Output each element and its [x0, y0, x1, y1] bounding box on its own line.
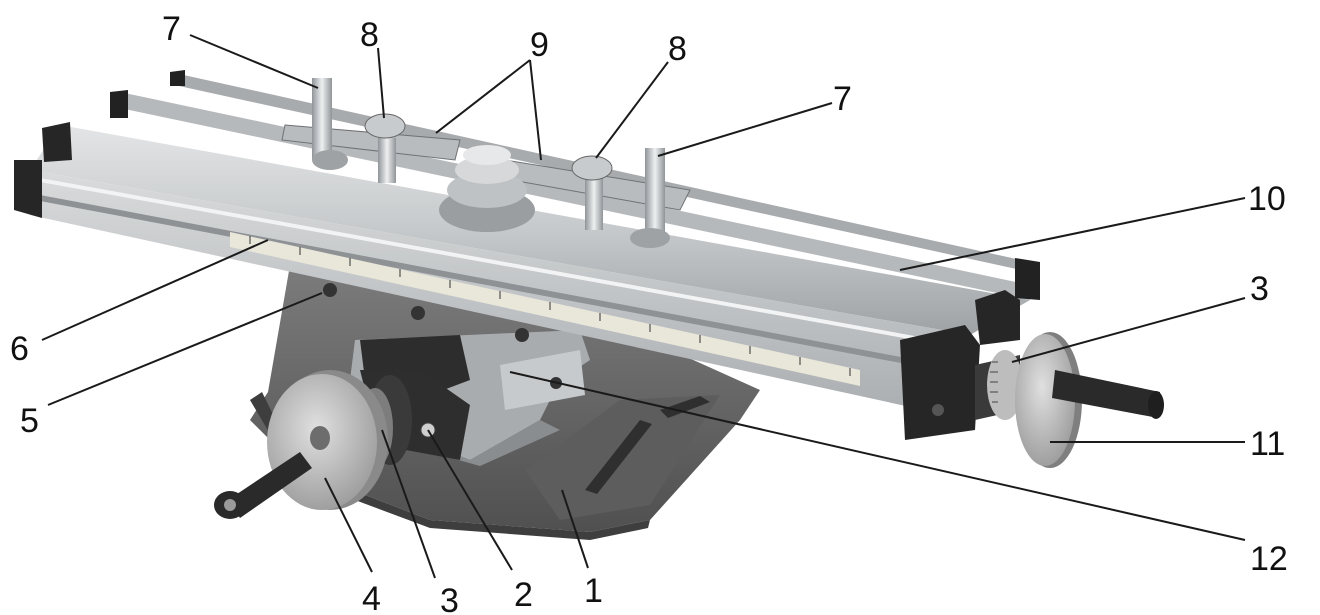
callout-3b: 3 — [440, 582, 459, 615]
callout-8b: 8 — [668, 30, 687, 68]
callout-8a: 8 — [360, 16, 379, 54]
callout-6: 6 — [10, 330, 29, 368]
leader-9-right — [529, 59, 542, 161]
leader-5 — [47, 292, 323, 406]
leader-1 — [561, 489, 589, 569]
leader-lines — [41, 34, 1246, 579]
leader-6 — [41, 239, 269, 341]
leader-4 — [324, 477, 373, 573]
x-end-bracket — [900, 258, 1040, 440]
callout-9: 9 — [530, 26, 549, 64]
callout-12: 12 — [1250, 540, 1288, 578]
callout-7b: 7 — [833, 80, 852, 118]
leader-2 — [427, 429, 513, 571]
callout-11: 11 — [1250, 425, 1285, 463]
leader-8b — [595, 61, 669, 159]
scale-tape — [230, 232, 860, 386]
callout-5: 5 — [20, 402, 39, 440]
scale-ticks — [249, 236, 851, 376]
callout-10: 10 — [1248, 180, 1286, 218]
x-table — [14, 122, 1030, 420]
leader-12 — [509, 371, 1246, 541]
callout-2: 2 — [514, 576, 533, 614]
y-handwheel-assembly — [214, 370, 412, 519]
leader-8a — [377, 47, 385, 119]
callout-3a: 3 — [1250, 270, 1269, 308]
callout-labels: 7 8 9 8 7 10 3 11 12 6 5 4 3 2 1 — [10, 10, 1288, 615]
leader-3b — [381, 429, 436, 579]
x-handwheel-assembly — [975, 332, 1164, 468]
callout-4: 4 — [362, 580, 381, 615]
callout-7a: 7 — [162, 10, 181, 48]
leader-3a — [1011, 297, 1246, 363]
leader-10 — [899, 197, 1246, 271]
clamp-hardware — [281, 78, 691, 248]
leader-7a — [189, 34, 319, 89]
callout-1: 1 — [584, 572, 603, 610]
leader-7b — [657, 102, 833, 157]
leader-9-left — [435, 59, 531, 134]
